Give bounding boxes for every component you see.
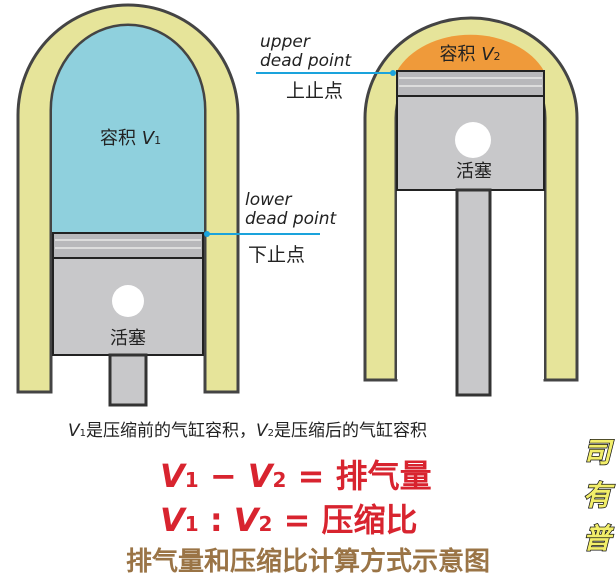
upper-dead-point-en-2: dead point [260,51,353,71]
lower-dead-point-zh: 下止点 [248,244,305,266]
watermark-char-1: 司 [583,436,614,469]
lower-dead-point-marker [204,231,210,237]
compression-ratio-formula: V1 : V2 = 压缩比 [160,501,418,539]
left-volume-label: 容积 V1 [100,128,161,149]
left-connecting-rod [108,353,148,407]
left-gas-volume [52,26,204,232]
left-piston-rings [52,232,204,259]
upper-dead-point-zh: 上止点 [286,80,343,102]
diagram-title: 排气量和压缩比计算方式示意图 [126,546,490,577]
right-piston-pin [455,122,491,158]
right-volume-label: 容积 V2 [439,44,500,65]
watermark-char-3: 普 [583,522,614,555]
lower-dead-point-en-2: dead point [245,209,338,229]
right-cylinder: 容积 V2 活塞 [363,16,579,397]
left-piston-pin [112,285,144,317]
left-cylinder: 容积 V1 活塞 [16,3,240,407]
left-cylinder-wall [16,3,240,394]
upper-dead-point-en-1: upper [260,32,311,52]
right-piston-label: 活塞 [456,161,492,182]
caption: V1是压缩前的气缸容积，V2是压缩后的气缸容积 [68,420,427,441]
right-gas-volume [397,34,544,71]
right-piston-rings [396,70,545,97]
lower-dead-point-en-1: lower [245,190,292,210]
upper-dead-point-marker [390,70,396,76]
left-piston-label: 活塞 [110,328,146,349]
watermark-char-2: 有 [583,479,615,512]
right-connecting-rod [455,188,492,397]
displacement-formula: V1 − V2 = 排气量 [160,457,432,495]
